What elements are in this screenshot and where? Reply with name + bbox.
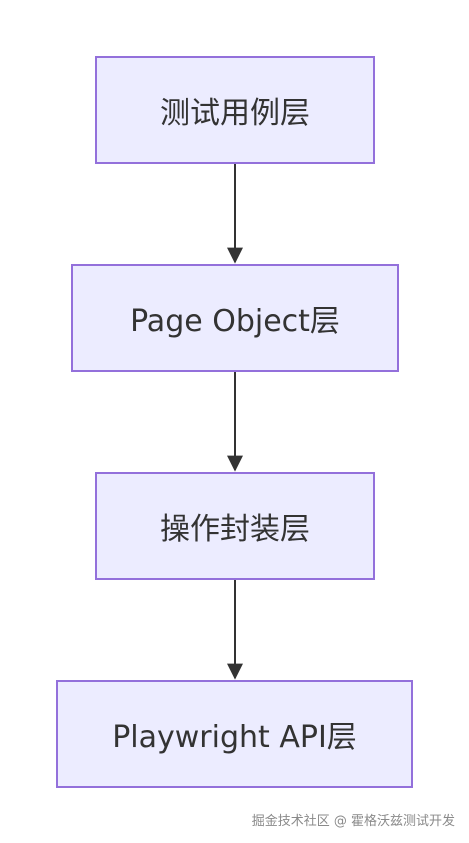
- node-test-case-layer: 测试用例层: [95, 56, 375, 164]
- node-label: 测试用例层: [160, 96, 310, 131]
- node-label: Playwright API层: [112, 720, 357, 755]
- node-playwright-api-layer: Playwright API层: [56, 680, 413, 788]
- watermark: 掘金技术社区 @ 霍格沃兹测试开发: [251, 814, 455, 829]
- node-operation-wrapper-layer: 操作封装层: [95, 472, 375, 580]
- node-label: Page Object层: [130, 304, 340, 339]
- node-page-object-layer: Page Object层: [71, 264, 399, 372]
- node-label: 操作封装层: [160, 512, 310, 547]
